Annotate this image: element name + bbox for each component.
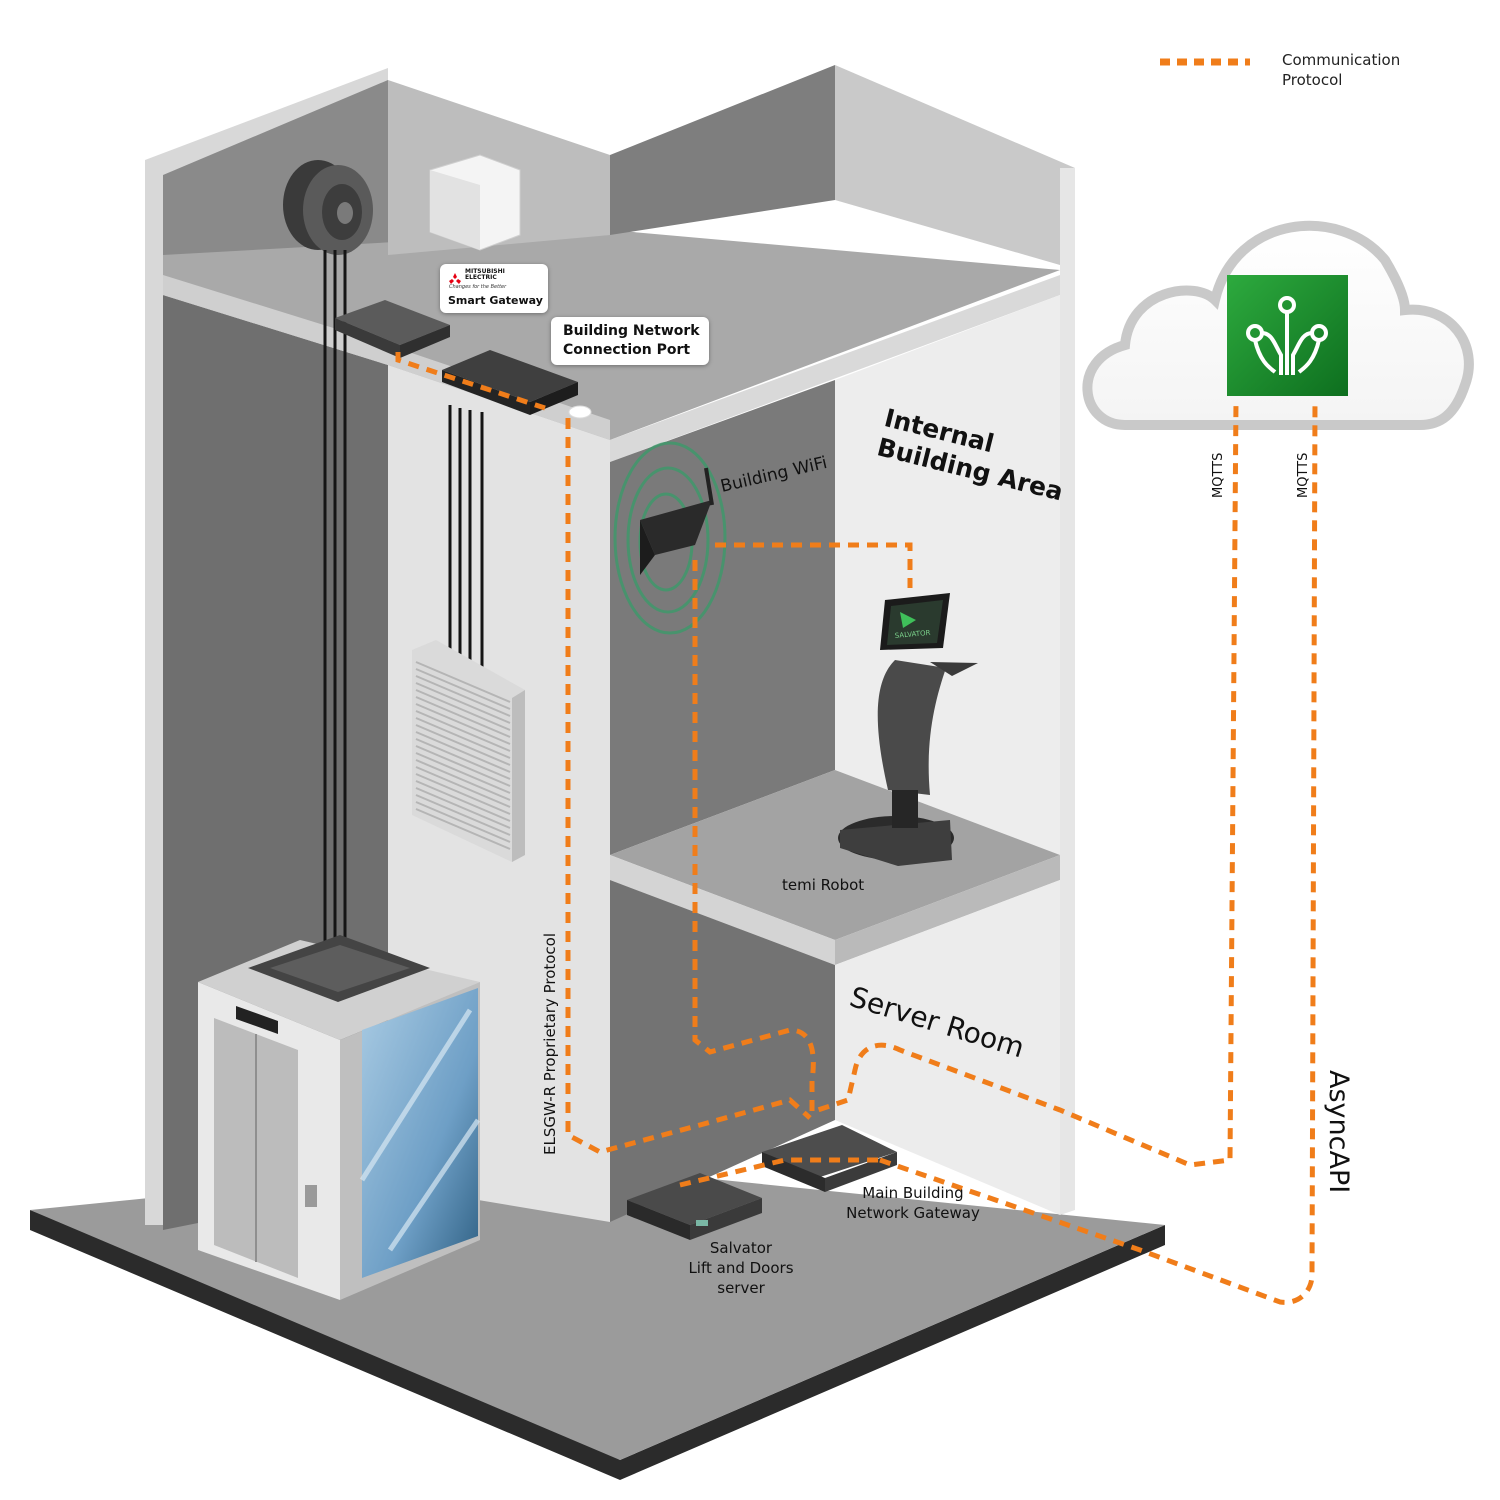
louver-line	[415, 696, 511, 738]
building-port-callout: Building Network Connection Port	[551, 317, 709, 365]
louver-line	[415, 794, 511, 836]
louver-line	[415, 738, 511, 780]
louver-line	[415, 759, 511, 801]
smart-gateway-callout: MITSUBISHI ELECTRIC Changes for the Bett…	[440, 264, 548, 313]
louver-line	[415, 724, 511, 766]
cloud-service-icon	[1227, 275, 1348, 396]
communication-lines	[395, 352, 1318, 1305]
temi-label-line-0: temi Robot	[782, 876, 864, 894]
louver-line	[415, 689, 511, 731]
legend-label: Communication Protocol	[1282, 51, 1401, 89]
smart-gateway-device	[335, 300, 450, 358]
louver-line	[415, 787, 511, 829]
elevator-car	[198, 935, 481, 1300]
louver-line	[415, 668, 511, 710]
counterweight	[412, 640, 525, 862]
mitsubishi-brand-line1: MITSUBISHI	[465, 268, 505, 275]
asyncapi-label: AsyncAPI	[1323, 1070, 1354, 1193]
louver-line	[415, 675, 511, 717]
louver-line	[415, 745, 511, 787]
asyncapi-label-line-0: AsyncAPI	[1323, 1070, 1354, 1193]
line-wifi-to-robot	[715, 542, 913, 588]
salvator-server-device	[627, 1173, 762, 1240]
louver-line	[415, 801, 511, 843]
louver-line	[415, 717, 511, 759]
mqtts1-label-line-0: MQTTS	[1211, 453, 1226, 498]
salvator-label-line-0: Salvator	[710, 1239, 773, 1257]
louver-line	[415, 773, 511, 815]
temi-robot	[838, 593, 978, 866]
main-gw-label-line-0: Main Building	[862, 1184, 963, 1202]
elsgw-protocol-label: ELSGW-R Proprietary Protocol	[541, 933, 559, 1155]
mitsubishi-tagline: Changes for the Better	[449, 284, 507, 290]
line-gateway-to-server	[679, 1157, 880, 1188]
salvator-label-line-2: server	[717, 1279, 765, 1297]
wifi-router	[613, 441, 727, 635]
mitsubishi-logo	[448, 270, 462, 284]
louver-line	[415, 682, 511, 724]
louver-line	[415, 731, 511, 773]
main-gw-label-line-1: Network Gateway	[846, 1204, 980, 1222]
mitsubishi-brand-line2: ELECTRIC	[465, 274, 497, 281]
louver-line	[415, 703, 511, 745]
mqtts-label-1: MQTTS	[1211, 453, 1226, 498]
salvator-label-line-1: Lift and Doors	[688, 1259, 793, 1277]
line-smart-gateway-to-port	[395, 352, 546, 411]
mqtts2-label-line-0: MQTTS	[1296, 453, 1311, 498]
louver-line	[415, 661, 511, 703]
sheave-wheel	[283, 160, 373, 255]
upper-floor	[388, 65, 1075, 1222]
line-elsgw	[565, 418, 812, 1155]
elsgw-label-line-0: ELSGW-R Proprietary Protocol	[541, 933, 559, 1155]
mqtts-label-2: MQTTS	[1296, 453, 1311, 498]
hoist-cables	[323, 250, 484, 964]
louver-line	[415, 808, 511, 850]
louver-line	[415, 710, 511, 752]
louver-line	[415, 752, 511, 794]
temi-robot-label: temi Robot	[782, 876, 864, 894]
louver-line	[415, 766, 511, 808]
control-box	[429, 154, 521, 251]
smart-gateway-label: Smart Gateway	[448, 294, 543, 307]
line-wifi-to-gateway	[692, 399, 1239, 1168]
building-port-label: Building Network Connection Port	[563, 323, 700, 358]
robot-screen-text: SALVATOR	[894, 629, 930, 640]
line-gateway-to-asyncapi	[879, 399, 1318, 1305]
louver-line	[415, 780, 511, 822]
